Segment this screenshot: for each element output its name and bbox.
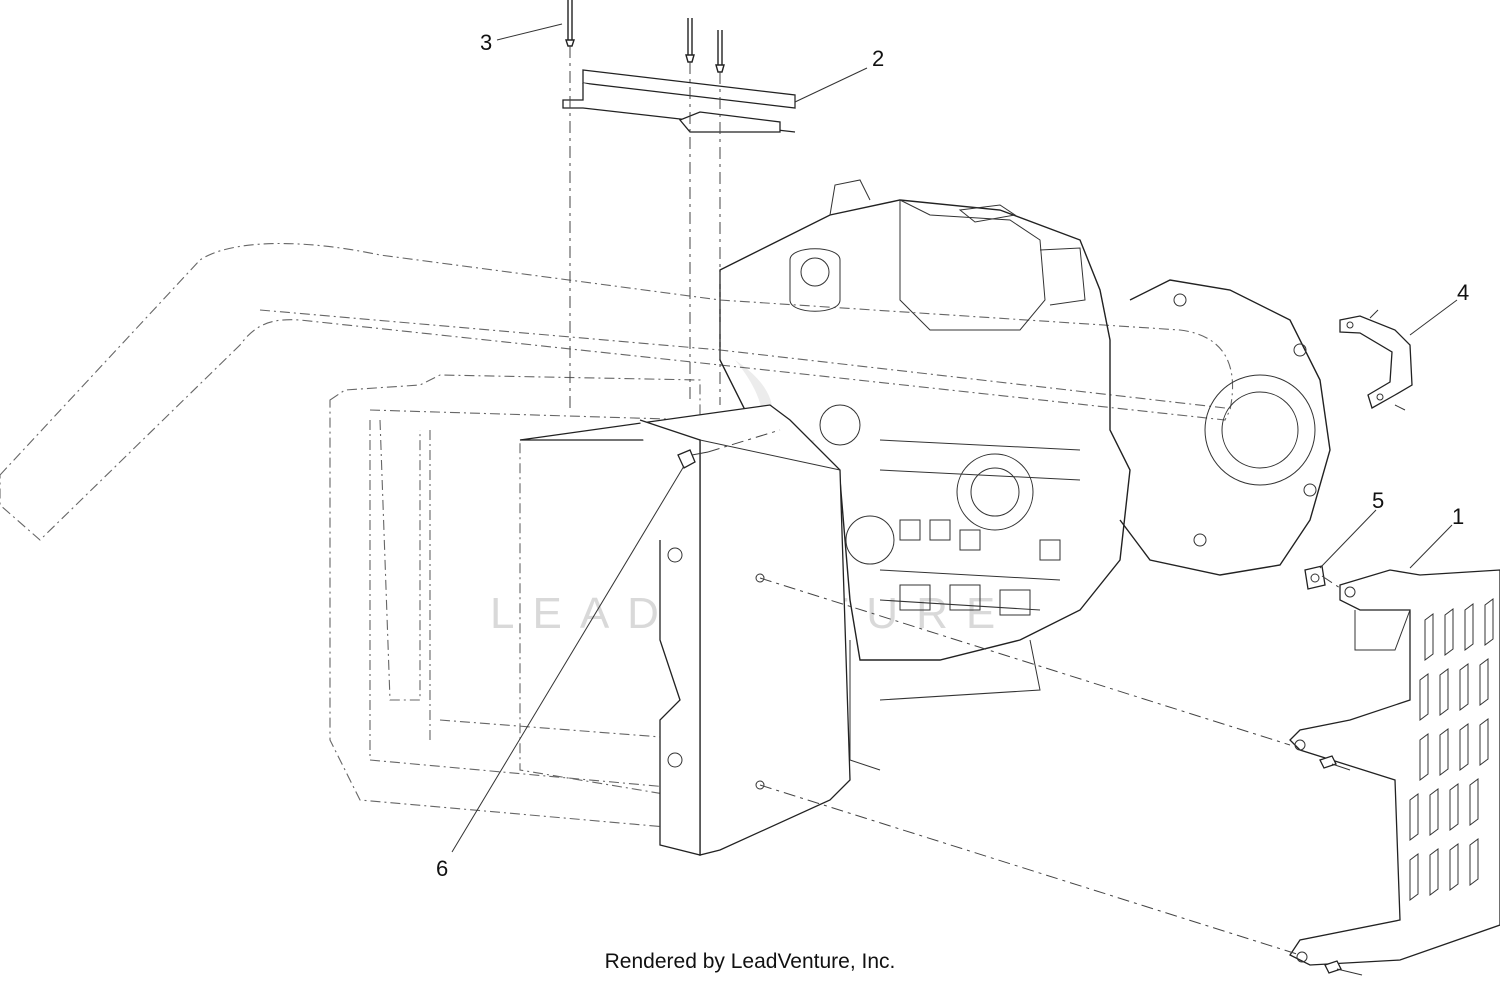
leader-lines (451, 23, 1458, 853)
part-3-rods (565, 0, 725, 410)
assembly-lines (707, 429, 1341, 956)
part-4-bracket (1339, 309, 1413, 411)
radiator-frame (329, 374, 701, 831)
callouts: 3 2 4 5 1 6 (436, 30, 1469, 881)
footer-credit: Rendered by LeadVenture, Inc. (604, 950, 896, 973)
callout-5: 5 (1372, 488, 1384, 513)
engine (719, 179, 1131, 771)
radiator-shroud (519, 404, 851, 856)
callout-4: 4 (1457, 280, 1469, 305)
callout-1: 1 (1452, 504, 1464, 529)
callout-3: 3 (480, 30, 492, 55)
callout-6: 6 (436, 856, 448, 881)
guard-slots (1409, 598, 1494, 901)
part-2-bracket (562, 69, 796, 133)
part-5-nut (1304, 565, 1326, 590)
part-6-bolt (677, 449, 709, 469)
frame-rail (0, 242, 1234, 541)
part-1-guard (1289, 569, 1500, 976)
callout-2: 2 (872, 46, 884, 71)
flywheel-housing (1119, 279, 1331, 576)
